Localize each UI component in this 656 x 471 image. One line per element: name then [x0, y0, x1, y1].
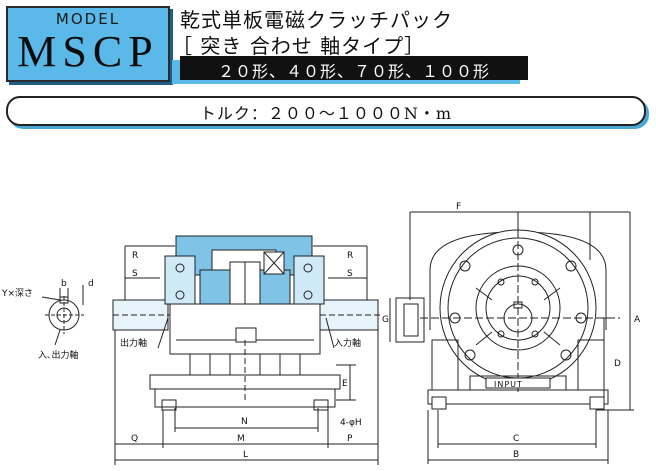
dim-n: N — [241, 417, 248, 427]
dim-holes: 4-φH — [340, 418, 362, 428]
dim-s-right: S — [347, 269, 353, 279]
input-plate-label: INPUT — [494, 380, 523, 389]
dim-q: Q — [131, 434, 138, 444]
dim-b: B — [513, 450, 519, 460]
sizes-text: ２０形、４０形、７０形、１００形 — [217, 62, 490, 81]
product-subtitle: ［ 突き 合わせ 軸タイプ］ — [172, 34, 426, 58]
dim-c: C — [513, 434, 519, 444]
product-title: 乾式単板電磁クラッチパック — [180, 8, 453, 32]
dim-m: M — [237, 434, 245, 444]
shaft-d-label: d — [88, 279, 94, 289]
shaft-caption: 入､出力軸 — [38, 349, 79, 361]
shaft-depth-label: Y×深さ — [1, 288, 33, 299]
model-name: MSCP — [17, 27, 159, 76]
dim-s-left: S — [132, 269, 138, 279]
dim-e: E — [342, 379, 348, 389]
model-badge: MODEL MSCP — [6, 6, 170, 82]
shaft-b-label: b — [61, 279, 67, 289]
dim-d: D — [614, 359, 621, 369]
torque-text: トルク：２００～１０００N・m — [199, 104, 453, 123]
input-shaft-label: 入力軸 — [334, 337, 361, 349]
sizes-bar: ２０形、４０形、７０形、１００形 — [180, 56, 528, 81]
dim-r-right: R — [347, 251, 353, 261]
dim-l: L — [243, 450, 248, 460]
torque-banner: トルク：２００～１０００N・m — [6, 96, 646, 126]
dim-g: G — [382, 315, 389, 325]
dim-r-left: R — [132, 251, 138, 261]
dim-a: A — [634, 315, 641, 325]
dim-p: P — [347, 434, 353, 444]
output-shaft-label: 出力軸 — [120, 337, 147, 349]
model-label: MODEL — [55, 10, 121, 28]
dim-f: F — [456, 202, 461, 212]
